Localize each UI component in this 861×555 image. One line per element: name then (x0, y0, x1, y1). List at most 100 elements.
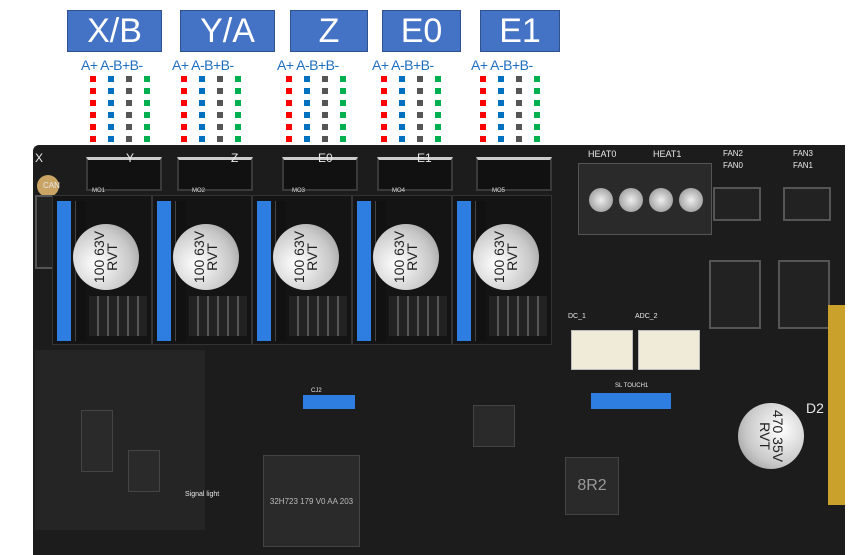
axis-silk-label: E1 (417, 151, 432, 165)
fan-connector (709, 260, 761, 329)
wire-dot-a-plus (90, 100, 96, 106)
wire-dot-b-minus (340, 124, 346, 130)
wire-dot-a-minus (399, 88, 405, 94)
pin-labels: A+ A-B+B- (372, 57, 434, 73)
wire-dot-b-minus (235, 124, 241, 130)
wire-dot-b-plus (217, 76, 223, 82)
wire-dot-b-plus (417, 136, 423, 142)
wire-dot-a-plus (480, 112, 486, 118)
wire-dot-a-minus (304, 136, 310, 142)
sd-socket (81, 410, 113, 472)
axis-label-box: Z (290, 10, 368, 52)
mcu-chip: 32H723 179 V0 AA 203 (263, 455, 360, 547)
wire-dot-a-plus (381, 124, 387, 130)
wire-dot-a-plus (181, 136, 187, 142)
axis-label-box: Y/A (180, 10, 275, 52)
d2-label: D2 (806, 400, 824, 416)
wire-dot-a-plus (90, 112, 96, 118)
fan0-connector (713, 187, 761, 221)
wire-dot-b-minus (235, 112, 241, 118)
wire-dot-b-minus (435, 112, 441, 118)
wire-dot-b-minus (435, 136, 441, 142)
wire-dot-a-minus (199, 124, 205, 130)
fan0-label: FAN0 (723, 161, 744, 170)
pin-labels: A+ A-B+B- (172, 57, 234, 73)
wire-dot-b-plus (417, 100, 423, 106)
motor-connector (177, 157, 253, 191)
sl-touch-header (591, 393, 671, 409)
sd-area (35, 350, 205, 530)
pin-labels: A+ A-B+B- (277, 57, 339, 73)
wire-dot-b-plus (126, 88, 132, 94)
axis-label-box: X/B (67, 10, 162, 52)
driver-header (157, 201, 171, 341)
wire-dot-b-plus (126, 112, 132, 118)
wire-dot-a-plus (90, 124, 96, 130)
wire-dot-a-minus (498, 112, 504, 118)
wire-dot-a-minus (108, 100, 114, 106)
bulk-capacitor: 470 35V RVT (738, 403, 804, 469)
wire-dot-a-minus (399, 76, 405, 82)
fan1-label: FAN1 (793, 161, 814, 170)
cj2-label: CJ2 (311, 388, 322, 394)
wire-dot-b-plus (126, 124, 132, 130)
pin-labels: A+ A-B+B- (471, 57, 533, 73)
driver-header (57, 201, 71, 341)
wire-dot-b-plus (417, 76, 423, 82)
axis-label-box: E1 (480, 10, 560, 52)
wire-dot-b-minus (435, 88, 441, 94)
wire-dot-b-minus (340, 76, 346, 82)
wire-dot-b-plus (126, 136, 132, 142)
wire-dot-b-plus (417, 124, 423, 130)
axis-label-box: E0 (382, 10, 461, 52)
wire-dot-b-plus (516, 76, 522, 82)
wire-dot-a-plus (286, 124, 292, 130)
can-label: CAN (43, 181, 60, 190)
wire-dot-a-minus (304, 100, 310, 106)
dc-label: DC_1 (568, 313, 586, 320)
axis-silk-label: X (35, 151, 44, 165)
wire-dot-a-plus (480, 124, 486, 130)
wire-dot-a-minus (199, 100, 205, 106)
driver-pins (189, 296, 247, 336)
wire-dot-b-minus (340, 112, 346, 118)
wire-dot-a-minus (199, 112, 205, 118)
module-label: MO3 (292, 188, 306, 194)
module-label: MO4 (392, 188, 406, 194)
wire-dot-b-plus (126, 100, 132, 106)
wire-dot-a-minus (498, 100, 504, 106)
wire-dot-a-plus (480, 100, 486, 106)
wire-dot-a-plus (181, 88, 187, 94)
wire-dot-b-minus (235, 100, 241, 106)
stepper-driver: 100 63V RVT (352, 195, 452, 345)
heat1-label: HEAT1 (653, 149, 682, 159)
wire-dot-a-minus (108, 88, 114, 94)
wire-dot-a-minus (399, 136, 405, 142)
wire-dot-b-minus (534, 88, 540, 94)
chip (473, 405, 515, 447)
driver-capacitor: 100 63V RVT (373, 224, 439, 290)
wire-dot-a-minus (399, 124, 405, 130)
wire-dot-b-minus (235, 136, 241, 142)
heater-terminal (578, 163, 712, 235)
wire-dot-a-plus (181, 76, 187, 82)
wire-dot-b-minus (144, 124, 150, 130)
fan3-label: FAN3 (793, 149, 814, 158)
wire-dot-b-plus (322, 136, 328, 142)
wire-dot-b-plus (126, 76, 132, 82)
stepper-driver: 100 63V RVT (252, 195, 352, 345)
module-label: MO1 (92, 188, 106, 194)
wire-dot-b-plus (217, 112, 223, 118)
motor-connector (86, 157, 162, 191)
wire-dot-b-minus (435, 124, 441, 130)
wire-dot-b-minus (340, 136, 346, 142)
signal-light-label: Signal light (185, 491, 220, 498)
stepper-driver: 100 63V RVT (452, 195, 552, 345)
driver-header (257, 201, 271, 341)
motor-connector (476, 157, 552, 191)
wire-dot-a-minus (108, 112, 114, 118)
wire-dot-a-plus (286, 76, 292, 82)
motor-connector (282, 157, 358, 191)
wire-dot-a-plus (286, 100, 292, 106)
